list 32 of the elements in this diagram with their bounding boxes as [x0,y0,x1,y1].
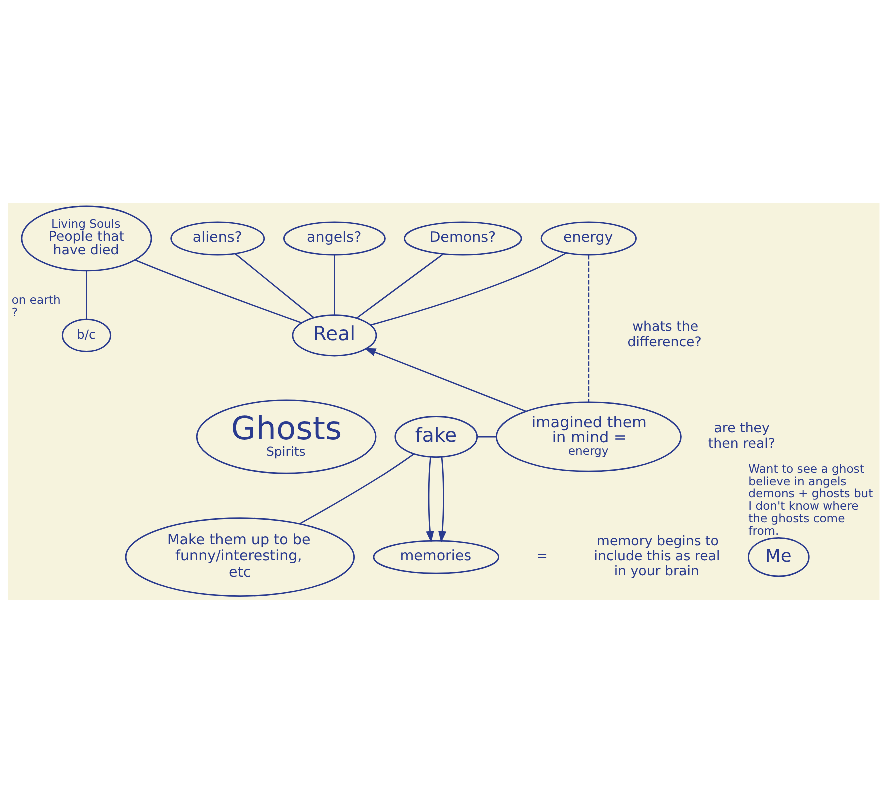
arrow [426,457,434,543]
node-ellipse: imagined them in mind = energy [496,402,682,472]
node-label: believe in angels demons + ghosts but I don't know where the ghosts come from. [748,474,874,538]
node-ellipse: Demons? [404,222,522,256]
label: whats the difference? [628,320,702,350]
node-ellipse: energy [540,222,637,256]
label: memory begins to include this as real in your brain [594,534,720,580]
node-ellipse: Living Souls People that have died [21,206,152,272]
node-label: on earth [12,292,61,307]
connector [86,271,88,320]
arrow [438,457,447,543]
connector [334,255,336,316]
node-ellipse: Me [748,538,810,578]
node-ellipse: Ghosts Spirits [196,400,377,474]
node-label: ? [12,305,18,320]
connector [135,260,302,324]
connector [235,254,314,318]
arrow [364,348,526,412]
connector [478,436,497,438]
node-ellipse: fake [394,416,478,458]
node-label: Want to see a ghost [748,462,864,476]
node-ellipse: Make them up to be funny/interesting, etc [125,518,356,597]
connector [356,254,444,319]
label: are they then real? [708,422,776,452]
node-ellipse: angels? [283,222,386,256]
connector [588,255,590,402]
node-ellipse: b/c [62,318,112,352]
connector [370,252,567,326]
node-ellipse: aliens? [170,222,266,256]
node-ellipse: memories [373,540,500,574]
connector [300,454,415,524]
label: = [536,549,548,564]
